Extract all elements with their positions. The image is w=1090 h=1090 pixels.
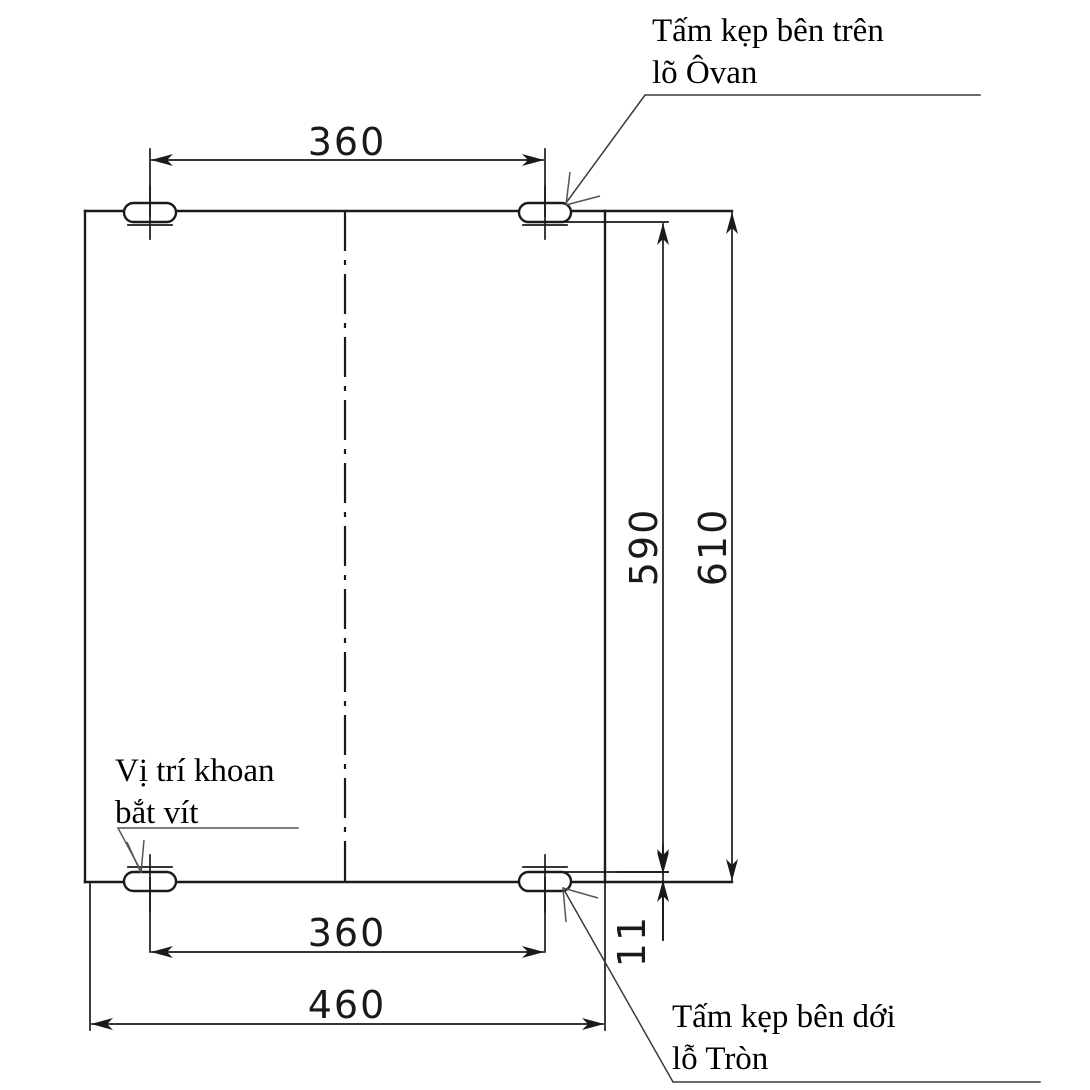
leader-top-right [564, 94, 981, 206]
dimension-bottom-hole-span: 360 [149, 877, 546, 958]
annotation-bottom-right-line1: Tấm kẹp bên dới [672, 999, 896, 1035]
dimension-top-width: 360 [149, 120, 546, 217]
annotation-top-right: Tấm kẹp bên trên lõ Ôvan [652, 10, 884, 94]
dimension-label-top-width: 360 [308, 120, 387, 164]
annotation-left: Vị trí khoan bắt vít [115, 750, 274, 834]
annotation-left-line1: Vị trí khoan [115, 753, 275, 789]
dimension-label-bottom-hole-span: 360 [308, 911, 387, 955]
dimension-label-inner-height: 590 [622, 508, 666, 587]
annotation-left-line2: bắt vít [115, 795, 199, 832]
dimension-bottom-offset: 11 [610, 844, 669, 967]
dimension-inner-height: 590 [555, 221, 669, 873]
dimension-overall-height: 610 [691, 212, 738, 881]
dimension-overall-width: 460 [89, 881, 606, 1031]
annotation-top-right-line2: lõ Ôvan [652, 55, 758, 92]
annotation-top-right-line1: Tấm kẹp bên trên [652, 13, 884, 49]
annotation-bottom-right: Tấm kẹp bên dới lỗ Tròn [672, 996, 896, 1080]
leader-bottom-right [561, 886, 1041, 1083]
leader-left [116, 827, 299, 874]
dimension-label-overall-height: 610 [691, 508, 735, 587]
dimension-label-overall-width: 460 [308, 983, 387, 1027]
annotation-bottom-right-line2: lỗ Tròn [672, 1041, 769, 1078]
dimension-label-bottom-offset: 11 [610, 915, 654, 967]
